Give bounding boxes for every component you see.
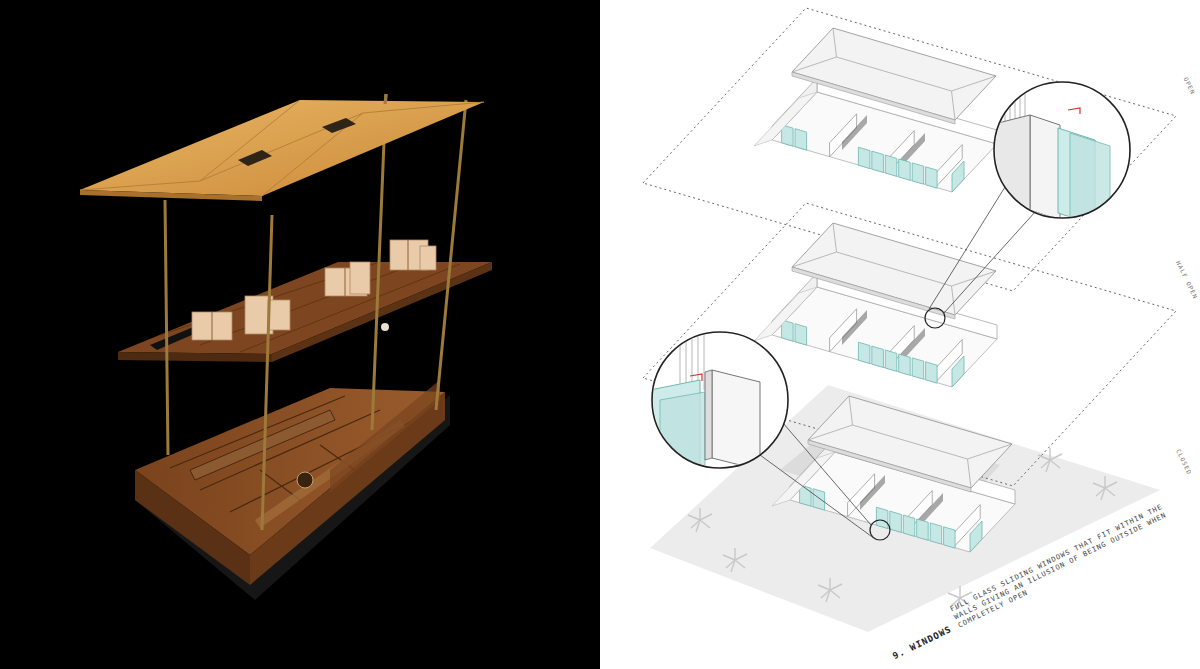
illustration-shape (80, 190, 262, 201)
illustration-shape (385, 94, 386, 104)
illustration-shape (350, 262, 370, 294)
caption-block: 9. WINDOWSFULL GLASS SLIDING WINDOWS THA… (884, 501, 1177, 662)
illustration-shape (192, 240, 436, 340)
illustration-shape (420, 246, 436, 270)
illustration-shape (238, 150, 272, 166)
illustration-shape (705, 370, 712, 460)
illustration-shape (760, 455, 875, 539)
illustration-shape (200, 113, 363, 181)
illustration-shape (272, 262, 492, 362)
illustration-shape (808, 396, 1012, 492)
plane-label: HALF OPEN (1175, 260, 1199, 300)
illustration-shape (1038, 448, 1062, 472)
illustration-shape (1068, 108, 1080, 114)
illustration-shape (192, 312, 232, 340)
illustration-shape (330, 380, 440, 492)
illustration-shape (118, 352, 272, 362)
illustration-shape (322, 118, 356, 133)
illustration-shape (870, 520, 890, 540)
illustration-shape (818, 578, 842, 602)
plane-label: CLOSED (1175, 448, 1193, 476)
caption-text: FULL GLASS SLIDING WINDOWS THAT FIT WITH… (949, 501, 1177, 631)
illustration-shape (994, 82, 1130, 218)
illustration-shape (1070, 133, 1110, 230)
illustration-shape (212, 312, 213, 340)
illustration-shape (686, 330, 687, 390)
illustration-shape (792, 28, 996, 124)
illustration-shape (262, 215, 272, 530)
illustration-shape (688, 508, 712, 532)
illustration-shape (990, 80, 1110, 230)
illustration-shape (80, 100, 484, 196)
illustration-shape (783, 423, 871, 525)
illustration-shape (1030, 115, 1060, 220)
illustration-shape (160, 262, 460, 352)
illustration-shape (712, 370, 760, 470)
illustration-shape (268, 300, 290, 330)
illustration-shape (135, 470, 250, 585)
illustration-shape (704, 330, 705, 390)
illustration-shape (345, 268, 346, 296)
illustration-shape (1093, 476, 1117, 500)
illustration-shape (408, 240, 409, 270)
caption-title: 9. WINDOWS (892, 625, 954, 662)
illustration-shape (925, 308, 945, 328)
illustration-shape (792, 223, 996, 319)
illustration-shape (929, 187, 1005, 309)
illustration-shape (297, 472, 313, 488)
illustration-shape (650, 330, 760, 483)
illustration-shape (165, 200, 168, 455)
illustration-shape (80, 100, 300, 190)
illustration-shape (436, 100, 466, 410)
illustration-shape (690, 374, 702, 381)
illustration-shape (381, 323, 389, 331)
illustration-shape (944, 212, 1035, 313)
illustration-shape (385, 94, 386, 104)
illustration-shape (680, 330, 681, 390)
illustration-shape (723, 548, 747, 572)
illustration-shape (262, 102, 484, 196)
illustration-shape (652, 332, 788, 468)
plane-label: OPEN (1182, 76, 1195, 95)
illustration-shape (80, 100, 484, 196)
illustration-shape (170, 396, 345, 468)
illustration-shape (250, 392, 445, 585)
illustration-shape (200, 262, 420, 345)
illustration-shape (660, 392, 705, 483)
illustration-shape (0, 0, 600, 669)
